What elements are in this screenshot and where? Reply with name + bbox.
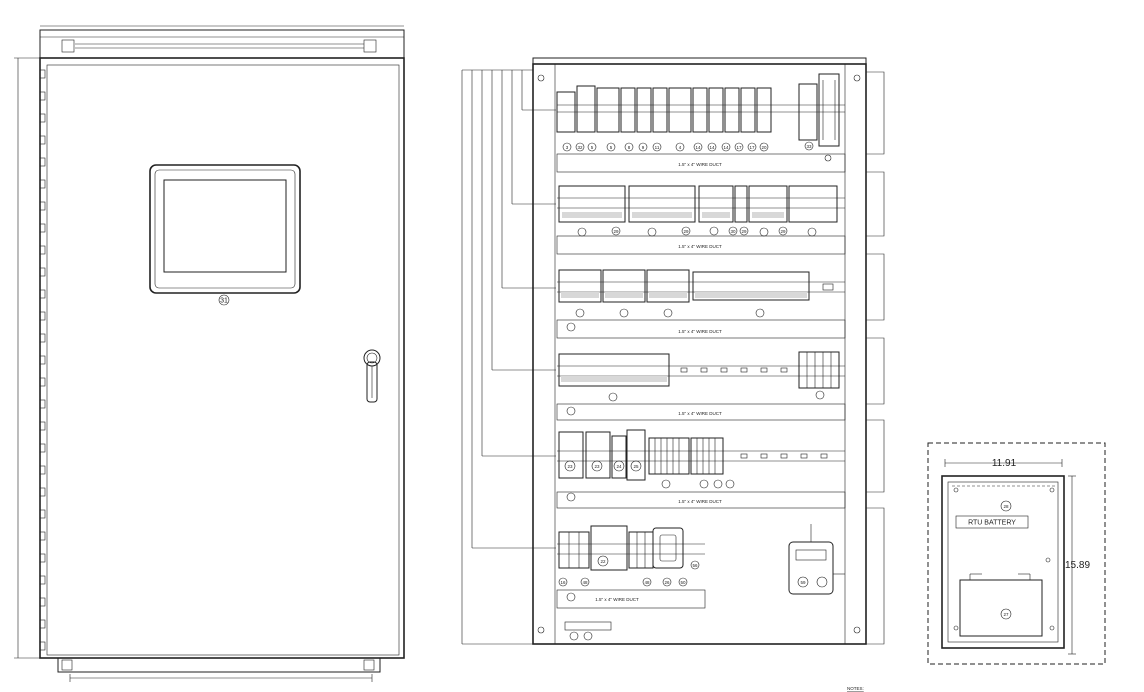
panel-row-4: 1.5" x 4" WIRE DUCT	[556, 351, 846, 421]
panel-row-5: 23 23 24 25 1.5" x 4" WIRE DUCT	[556, 429, 846, 509]
row2-duct-label: 1.5" x 4" WIRE DUCT	[678, 244, 722, 249]
row1-callout: 8	[628, 145, 631, 150]
battery-label: RTU BATTERY	[968, 520, 1016, 527]
hmi-callout: 31	[220, 298, 228, 305]
row1-callout: 9	[642, 145, 645, 150]
battery-enclosure-view: 11.91 15.89 28 RTU BATTERY 27	[927, 442, 1106, 665]
panel-row-3: 1.5" x 4" WIRE DUCT	[556, 269, 846, 339]
row3-duct-label: 1.5" x 4" WIRE DUCT	[678, 329, 722, 334]
row1-callout: 20	[761, 145, 767, 150]
row1-callout: 33	[806, 144, 812, 149]
row5-duct-label: 1.5" x 4" WIRE DUCT	[678, 499, 722, 504]
row1-callout: 5	[610, 145, 613, 150]
hmi-callout-circle	[218, 294, 230, 306]
row5-callout: 23	[594, 464, 600, 469]
row6-callout: 22	[600, 559, 606, 564]
hmi-touchscreen	[149, 164, 301, 294]
panel-row-6: 16 48 22 48 26 50 56 59 1.5" x 4" WIRE D…	[556, 524, 845, 641]
row2-callout: 29	[613, 229, 619, 234]
row6-callout: 26	[664, 580, 670, 585]
row6-callout: 50	[680, 580, 686, 585]
door-handle	[363, 349, 381, 403]
row1-callout: 5	[591, 145, 594, 150]
notes-label: NOTES:	[847, 686, 864, 691]
row2-callout: 29	[741, 229, 747, 234]
row5-callout: 24	[616, 464, 622, 469]
row1-duct-label: 1.5" x 4" WIRE DUCT	[678, 162, 722, 167]
battery-bottom-callout: 27	[1003, 612, 1009, 617]
row5-callout: 25	[633, 464, 639, 469]
row6-callout: 59	[800, 580, 806, 585]
row6-duct-label: 1.5" x 4" WIRE DUCT	[595, 597, 639, 602]
battery-width-dimension: 11.91	[992, 458, 1017, 469]
battery-height-dimension: 15.89	[1065, 560, 1090, 571]
row1-callout: 14	[723, 145, 729, 150]
row1-callout: 11	[655, 145, 660, 150]
row5-callout: 23	[567, 464, 573, 469]
row1-callout: 14	[695, 145, 701, 150]
row1-callout: 32	[577, 145, 583, 150]
row2-callout: 29	[780, 229, 786, 234]
back-panel-layout: 3 32 5 5 8 9 11 4 14 14 14 17 17 20 33 1…	[461, 57, 885, 645]
row1-callout: 17	[749, 145, 755, 150]
row4-duct-label: 1.5" x 4" WIRE DUCT	[678, 411, 722, 416]
row1-callout: 4	[679, 145, 682, 150]
panel-row-2: 29 29 30 29 29 1.5" x 4" WIRE DUCT	[556, 185, 846, 255]
row6-callout: 48	[582, 580, 588, 585]
row1-callout: 14	[709, 145, 715, 150]
row6-callout: 16	[560, 580, 566, 585]
row1-callout: 17	[736, 145, 742, 150]
row2-callout: 30	[730, 229, 736, 234]
row2-callout: 29	[683, 229, 689, 234]
row6-callout: 48	[644, 580, 650, 585]
door-hinges	[39, 69, 46, 651]
row1-callout: 3	[566, 145, 569, 150]
panel-row-1: 3 32 5 5 8 9 11 4 14 14 14 17 17 20 33 1…	[556, 73, 846, 173]
battery-top-callout: 28	[1003, 504, 1009, 509]
enclosure-door-view: 31	[14, 25, 405, 682]
row6-callout: 56	[692, 563, 698, 568]
